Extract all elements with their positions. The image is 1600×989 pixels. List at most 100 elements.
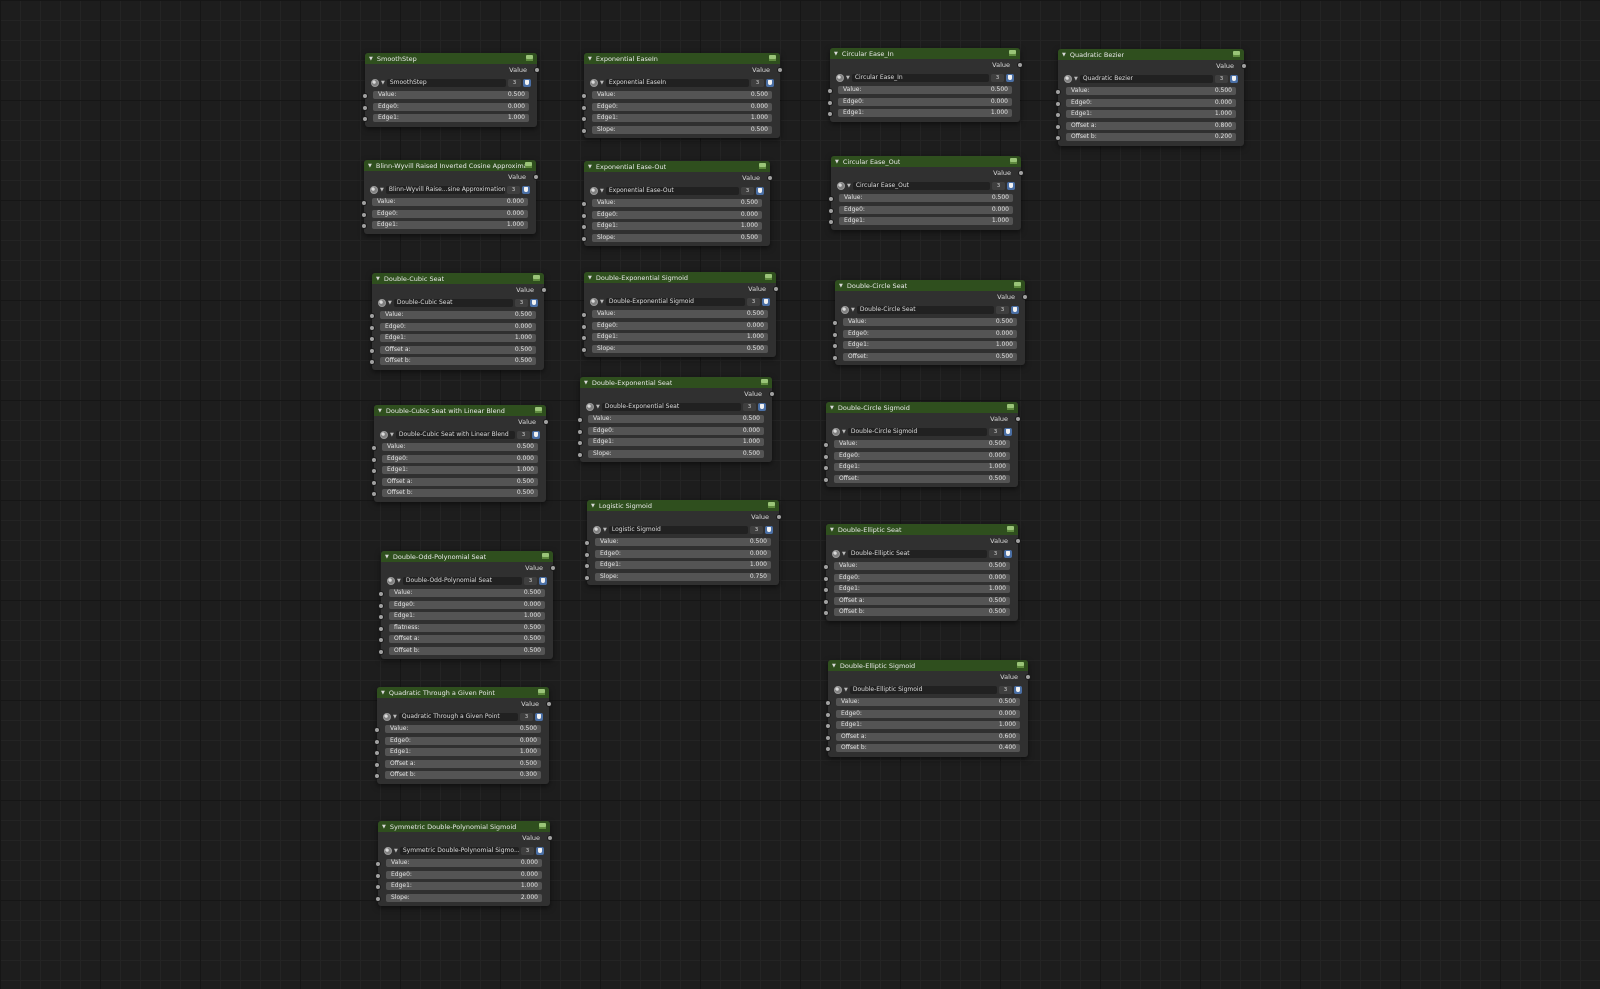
group-node-14[interactable]: ▼ Double-Circle Seat Value ▼ Double-Circ… [832, 280, 1028, 365]
input-socket[interactable] [581, 335, 587, 341]
number-field[interactable]: Edge1: 1.000 [836, 721, 1020, 729]
number-field[interactable]: Offset a: 0.500 [389, 635, 545, 643]
group-node-3[interactable]: ▼ Double-Cubic Seat with Linear Blend Va… [371, 405, 549, 502]
fake-user-shield-icon[interactable] [535, 712, 543, 721]
input-socket[interactable] [581, 127, 587, 134]
node-header[interactable]: ▼ Symmetric Double-Polynomial Sigmoid [378, 821, 550, 832]
node-group-icon[interactable] [539, 823, 546, 829]
fake-user-shield-icon[interactable] [1004, 427, 1012, 436]
fake-user-shield-icon[interactable] [1011, 305, 1019, 314]
input-socket[interactable] [581, 235, 587, 242]
input-socket[interactable] [828, 219, 834, 225]
node-header[interactable]: ▼ Double-Exponential Seat [580, 377, 772, 388]
number-field[interactable]: Offset: 0.500 [843, 352, 1017, 361]
input-socket[interactable] [823, 442, 829, 448]
input-socket[interactable] [825, 711, 831, 718]
node-header[interactable]: ▼ Exponential Ease-Out [584, 161, 770, 172]
user-count-badge[interactable]: 3 [524, 576, 537, 585]
browse-node-tree-icon[interactable] [841, 305, 849, 314]
browse-node-tree-icon[interactable] [380, 430, 388, 439]
input-socket[interactable] [825, 700, 831, 706]
node-group-icon[interactable] [769, 55, 776, 61]
browse-node-tree-icon[interactable] [590, 186, 598, 195]
node-header[interactable]: ▼ Logistic Sigmoid [587, 500, 779, 511]
input-socket[interactable] [577, 417, 583, 423]
user-count-badge[interactable]: 3 [517, 430, 530, 439]
number-field[interactable]: Value: 0.500 [373, 91, 529, 99]
group-node-18[interactable]: ▼ Quadratic Bezier Value ▼ Quadratic Bez… [1055, 49, 1247, 146]
output-socket[interactable] [1017, 62, 1023, 68]
collapse-arrow-icon[interactable]: ▼ [588, 163, 592, 170]
number-field[interactable]: Edge0: 0.000 [836, 709, 1020, 718]
number-field[interactable]: Value: 0.500 [1066, 87, 1236, 95]
input-socket[interactable] [832, 343, 838, 349]
node-group-icon[interactable] [759, 163, 766, 169]
input-socket[interactable] [378, 648, 384, 655]
chevron-down-icon[interactable]: ▼ [846, 74, 850, 81]
number-field[interactable]: Offset a: 0.500 [834, 596, 1010, 605]
collapse-arrow-icon[interactable]: ▼ [835, 158, 839, 165]
number-field[interactable]: Offset b: 0.500 [382, 489, 538, 497]
input-socket[interactable] [827, 111, 833, 117]
number-field[interactable]: Edge1: 1.000 [380, 334, 536, 342]
number-field[interactable]: Value: 0.000 [386, 859, 542, 867]
collapse-arrow-icon[interactable]: ▼ [378, 407, 382, 414]
node-header[interactable]: ▼ Double-Circle Seat [835, 280, 1025, 291]
output-socket[interactable] [1018, 170, 1024, 176]
input-socket[interactable] [577, 428, 583, 435]
group-node-17[interactable]: ▼ Double-Elliptic Sigmoid Value ▼ Double… [825, 660, 1031, 757]
output-socket[interactable] [777, 67, 783, 73]
node-header[interactable]: ▼ Double-Circle Sigmoid [826, 402, 1018, 413]
input-socket[interactable] [577, 440, 583, 446]
node-header[interactable]: ▼ Double-Elliptic Seat [826, 524, 1018, 535]
fake-user-shield-icon[interactable] [523, 78, 531, 87]
number-field[interactable]: Slope: 0.500 [592, 344, 768, 353]
input-socket[interactable] [361, 223, 367, 229]
user-count-badge[interactable]: 3 [741, 186, 754, 195]
input-socket[interactable] [369, 324, 375, 331]
number-field[interactable]: Offset b: 0.500 [380, 357, 536, 365]
browse-node-tree-icon[interactable] [590, 297, 598, 306]
collapse-arrow-icon[interactable]: ▼ [830, 404, 834, 411]
node-group-name-field[interactable]: Quadratic Through a Given Point [398, 712, 518, 721]
chevron-down-icon[interactable]: ▼ [600, 187, 604, 194]
number-field[interactable]: Edge1: 1.000 [834, 585, 1010, 593]
number-field[interactable]: Value: 0.500 [389, 589, 545, 597]
output-socket[interactable] [1015, 416, 1021, 422]
number-field[interactable]: Slope: 0.500 [592, 233, 762, 242]
group-node-2[interactable]: ▼ Double-Cubic Seat Value ▼ Double-Cubic… [369, 273, 547, 370]
input-socket[interactable] [832, 331, 838, 338]
node-group-name-field[interactable]: Double-Exponential Seat [601, 402, 741, 411]
node-group-icon[interactable] [761, 379, 768, 385]
number-field[interactable]: Offset a: 0.500 [382, 477, 538, 486]
node-group-icon[interactable] [526, 55, 533, 61]
number-field[interactable]: Edge0: 0.000 [386, 870, 542, 879]
number-field[interactable]: Value: 0.500 [839, 194, 1013, 202]
collapse-arrow-icon[interactable]: ▼ [832, 662, 836, 669]
input-socket[interactable] [371, 456, 377, 463]
browse-node-tree-icon[interactable] [1064, 74, 1072, 83]
browse-node-tree-icon[interactable] [590, 78, 598, 87]
number-field[interactable]: Edge1: 1.000 [592, 222, 762, 230]
output-socket[interactable] [550, 565, 556, 571]
number-field[interactable]: Edge1: 1.000 [838, 109, 1012, 117]
chevron-down-icon[interactable]: ▼ [600, 298, 604, 305]
group-node-11[interactable]: ▼ Logistic Sigmoid Value ▼ Logistic Sigm… [584, 500, 782, 585]
number-field[interactable]: Value: 0.500 [595, 538, 771, 546]
collapse-arrow-icon[interactable]: ▼ [381, 689, 385, 696]
output-socket[interactable] [1025, 674, 1031, 680]
input-socket[interactable] [378, 591, 384, 597]
number-field[interactable]: Edge1: 1.000 [385, 748, 541, 756]
node-group-name-field[interactable]: Symmetric Double-Polynomial Sigmo... [399, 846, 519, 855]
node-header[interactable]: ▼ Double-Odd-Polynomial Seat [381, 551, 553, 562]
input-socket[interactable] [581, 212, 587, 219]
number-field[interactable]: Offset b: 0.400 [836, 744, 1020, 752]
input-socket[interactable] [374, 773, 380, 779]
chevron-down-icon[interactable]: ▼ [390, 431, 394, 438]
number-field[interactable]: Edge0: 0.000 [382, 454, 538, 463]
input-socket[interactable] [584, 540, 590, 546]
input-socket[interactable] [823, 610, 829, 616]
chevron-down-icon[interactable]: ▼ [388, 299, 392, 306]
input-socket[interactable] [827, 88, 833, 94]
input-socket[interactable] [581, 116, 587, 122]
